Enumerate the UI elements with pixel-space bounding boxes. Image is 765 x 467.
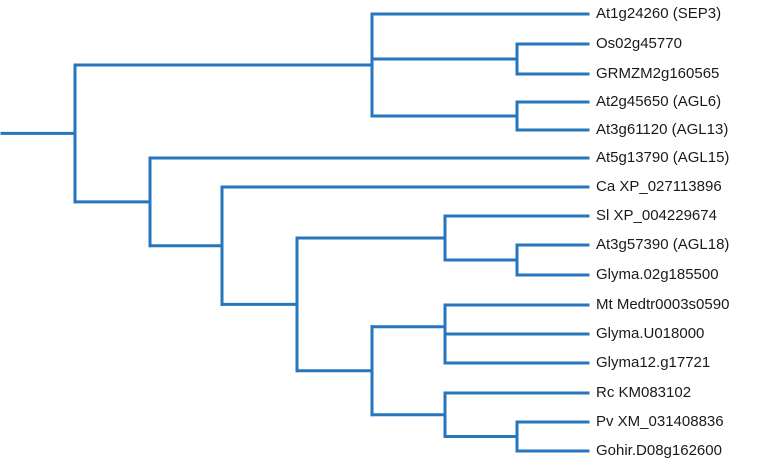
leaf-labels: At1g24260 (SEP3) Os02g45770 GRMZM2g16056…: [596, 5, 729, 459]
leaf-label-3: GRMZM2g160565: [596, 65, 719, 82]
leaf-label-5: At3g61120 (AGL13): [596, 121, 728, 138]
leaf-label-10: Glyma.02g185500: [596, 266, 719, 283]
leaf-label-13: Glyma12.g17721: [596, 354, 710, 371]
leaf-label-8: Sl XP_004229674: [596, 207, 717, 224]
leaf-label-7: Ca XP_027113896: [596, 178, 722, 195]
leaf-label-15: Pv XM_031408836: [596, 413, 724, 430]
leaf-label-1: At1g24260 (SEP3): [596, 5, 721, 22]
leaf-label-2: Os02g45770: [596, 35, 682, 52]
leaf-label-9: At3g57390 (AGL18): [596, 236, 729, 253]
leaf-label-4: At2g45650 (AGL6): [596, 93, 721, 110]
leaf-label-14: Rc KM083102: [596, 384, 691, 401]
leaf-label-12: Glyma.U018000: [596, 325, 704, 342]
leaf-label-6: At5g13790 (AGL15): [596, 149, 729, 166]
leaf-label-16: Gohir.D08g162600: [596, 442, 722, 459]
tree-branches: [0, 12, 590, 453]
leaf-label-11: Mt Medtr0003s0590: [596, 296, 729, 313]
